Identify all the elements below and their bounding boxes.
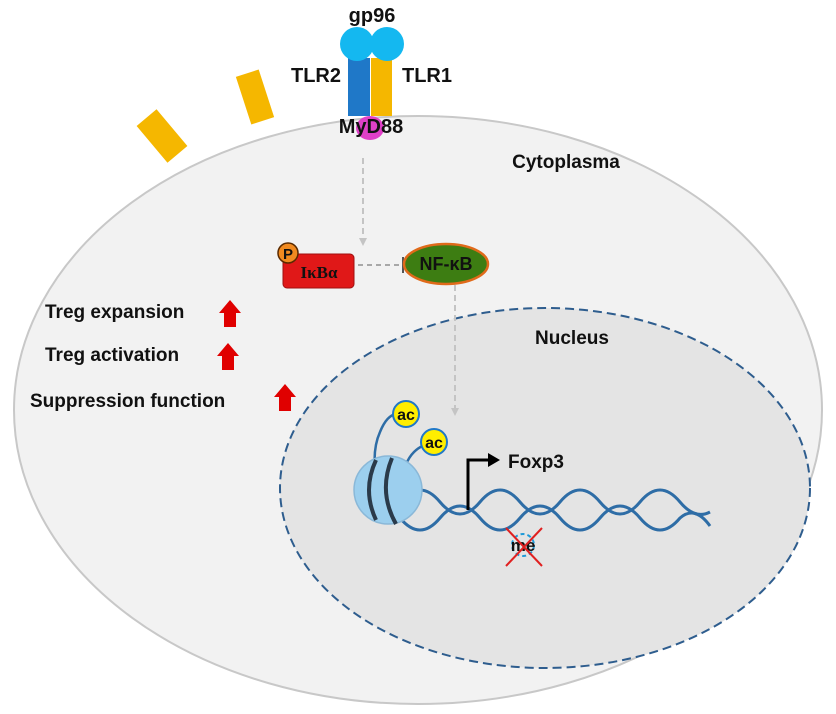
effect-label: Treg activation bbox=[45, 345, 179, 366]
gp96-right-lobe bbox=[370, 27, 404, 61]
dna-strand-2 bbox=[398, 504, 712, 532]
effect-label: Treg expansion bbox=[45, 302, 184, 323]
myd88-label: MyD88 bbox=[339, 116, 403, 138]
effect-item: Treg activation bbox=[45, 343, 239, 370]
nucleus-envelope bbox=[279, 307, 811, 669]
myd88-adaptor bbox=[356, 116, 384, 140]
up-arrow-icon bbox=[217, 343, 239, 370]
acetyl-label: ac bbox=[425, 435, 443, 452]
effect-label: Suppression function bbox=[30, 391, 225, 412]
tlr2-label: TLR2 bbox=[291, 65, 341, 87]
up-arrow-icon bbox=[219, 300, 241, 327]
gp96-label: gp96 bbox=[349, 5, 396, 27]
gp96-left-lobe bbox=[340, 27, 374, 61]
effect-item: Suppression function bbox=[30, 384, 296, 412]
up-arrow-icon bbox=[274, 384, 296, 411]
tlr2-receptor bbox=[348, 58, 370, 116]
ikba-protein bbox=[282, 253, 355, 289]
methyl-group-icon bbox=[511, 533, 535, 557]
nucleosome-dna-wrap-1 bbox=[367, 459, 378, 521]
removed-cross-icon bbox=[505, 527, 543, 567]
nucleosome-dna-wrap-2 bbox=[383, 457, 398, 525]
nfkb-protein bbox=[402, 242, 490, 286]
transcription-start-arrow bbox=[466, 458, 490, 510]
effect-item: Treg expansion bbox=[45, 300, 241, 327]
ikba-label: IκBα bbox=[301, 263, 338, 282]
foxp3-label: Foxp3 bbox=[508, 452, 564, 473]
acetyl-group-icon bbox=[392, 400, 420, 428]
acetyl-label: ac bbox=[397, 407, 415, 424]
phospho-label: P bbox=[283, 246, 293, 263]
cytoplasma-label: Cytoplasma bbox=[512, 152, 620, 173]
phospho-group-icon bbox=[277, 242, 299, 264]
tlr-monomer-2 bbox=[235, 69, 275, 125]
nucleus-label: Nucleus bbox=[535, 328, 609, 349]
dna-strand-1 bbox=[398, 488, 711, 516]
transcription-arrow-head bbox=[488, 453, 500, 467]
tlr-monomer-1 bbox=[136, 109, 188, 163]
acetyl-group-icon bbox=[420, 428, 448, 456]
tlr1-receptor bbox=[371, 58, 392, 116]
nfkb-label: NF-κB bbox=[419, 254, 472, 274]
tlr1-label: TLR1 bbox=[402, 65, 452, 87]
